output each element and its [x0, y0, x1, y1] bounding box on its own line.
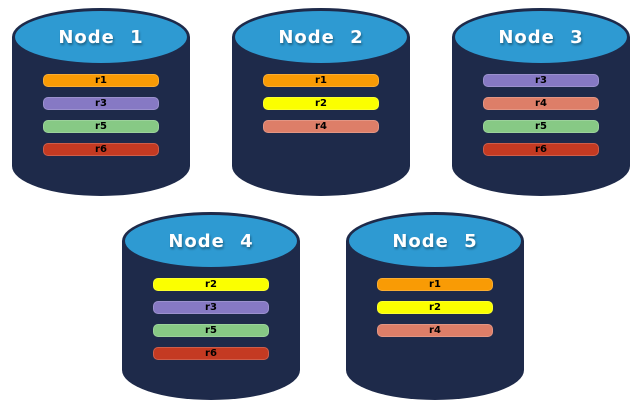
replica-bar-r6: r6: [153, 347, 269, 360]
replica-bar-r6: r6: [483, 143, 599, 156]
replica-bar-r2: r2: [377, 301, 493, 314]
node-title: Node 1: [58, 26, 144, 48]
replica-bar-r5: r5: [43, 120, 159, 133]
replica-bar-r4: r4: [483, 97, 599, 110]
cylinder-top-icon: Node 5: [346, 212, 524, 270]
replica-bar-r2: r2: [263, 97, 379, 110]
replica-bar-r1: r1: [263, 74, 379, 87]
node-row-bottom: Node 4 r2 r3 r5 r6 Node 5 r1 r2 r4: [0, 212, 638, 400]
cylinder-top-icon: Node 3: [452, 8, 630, 66]
replica-list: r3 r4 r5 r6: [483, 74, 599, 156]
cylinder-top-icon: Node 4: [122, 212, 300, 270]
db-node-3: Node 3 r3 r4 r5 r6: [452, 8, 630, 196]
node-title: Node 2: [278, 26, 364, 48]
node-title: Node 5: [392, 230, 478, 252]
replica-list: r2 r3 r5 r6: [153, 278, 269, 360]
replica-list: r1 r3 r5 r6: [43, 74, 159, 156]
replica-bar-r6: r6: [43, 143, 159, 156]
node-title: Node 3: [498, 26, 584, 48]
replica-bar-r4: r4: [377, 324, 493, 337]
replica-bar-r1: r1: [43, 74, 159, 87]
replica-bar-r5: r5: [483, 120, 599, 133]
db-node-4: Node 4 r2 r3 r5 r6: [122, 212, 300, 400]
cylinder-top-icon: Node 2: [232, 8, 410, 66]
node-row-top: Node 1 r1 r3 r5 r6 Node 2 r1 r2 r4 Node 3 r3 r4 r5 r6: [0, 0, 638, 196]
db-node-5: Node 5 r1 r2 r4: [346, 212, 524, 400]
replica-bar-r3: r3: [153, 301, 269, 314]
replica-list: r1 r2 r4: [263, 74, 379, 133]
db-node-1: Node 1 r1 r3 r5 r6: [12, 8, 190, 196]
db-node-2: Node 2 r1 r2 r4: [232, 8, 410, 196]
replica-bar-r4: r4: [263, 120, 379, 133]
node-title: Node 4: [168, 230, 254, 252]
replica-bar-r3: r3: [483, 74, 599, 87]
cylinder-top-icon: Node 1: [12, 8, 190, 66]
replica-bar-r2: r2: [153, 278, 269, 291]
replica-bar-r5: r5: [153, 324, 269, 337]
replica-bar-r3: r3: [43, 97, 159, 110]
replica-list: r1 r2 r4: [377, 278, 493, 337]
replica-bar-r1: r1: [377, 278, 493, 291]
